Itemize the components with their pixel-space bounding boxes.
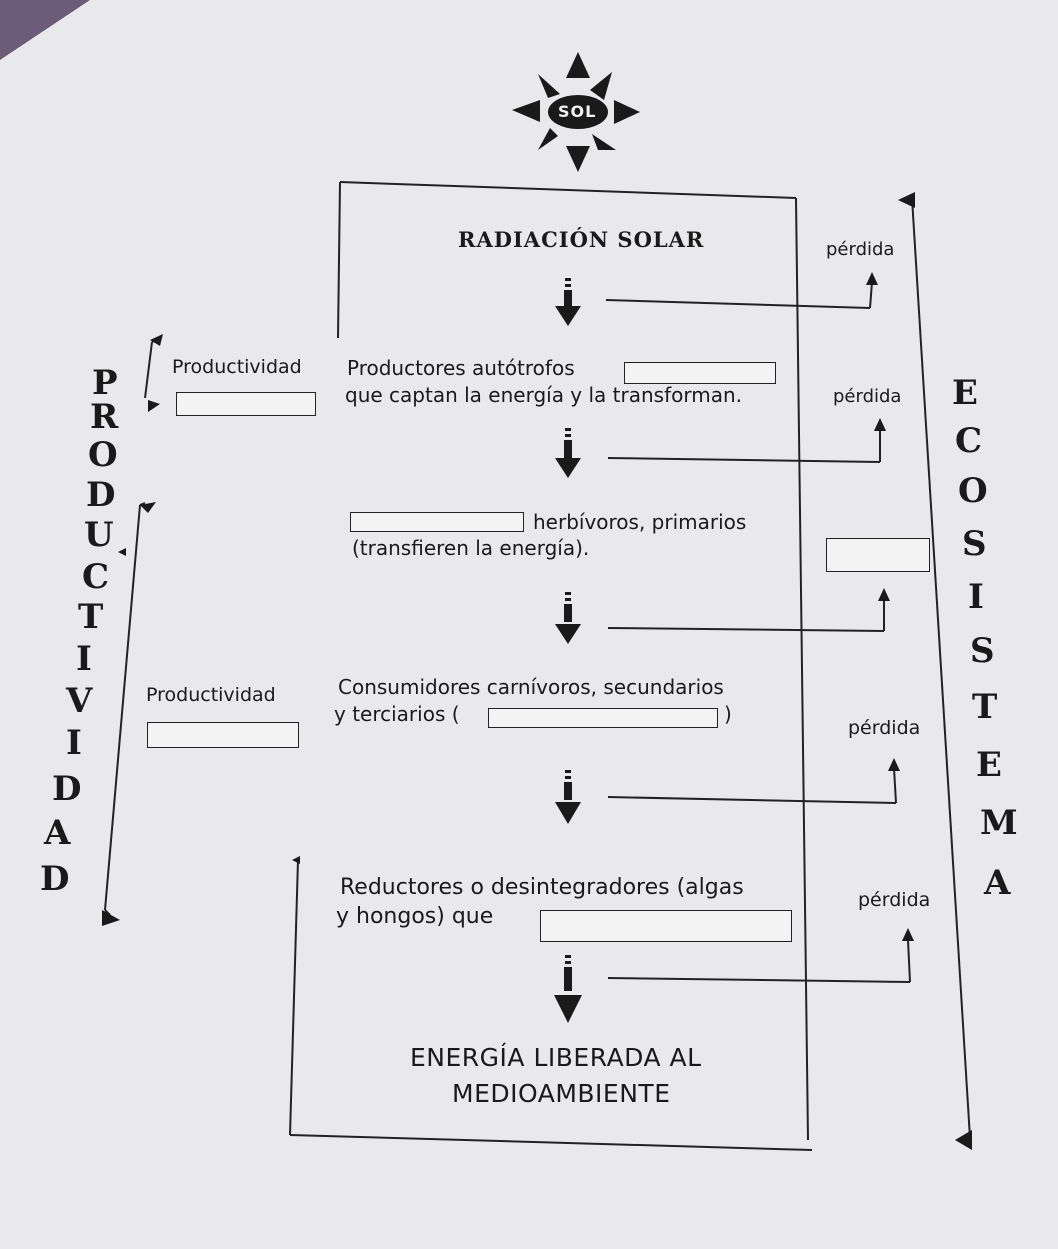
productivity-answer-box-1[interactable]	[176, 392, 316, 416]
producers-line2: que captan la energía y la transforman.	[345, 383, 743, 407]
herbivores-line1: herbívoros, primarios	[533, 510, 747, 534]
ecosistema-letter-5: I	[968, 577, 984, 617]
ecosistema-letter-2: C	[955, 421, 983, 461]
ecosistema-letter-10: A	[984, 863, 1011, 903]
carnivores-answer-box[interactable]	[488, 708, 718, 728]
sun-rays-icon	[512, 52, 640, 172]
productividad-letter-8: I	[76, 639, 92, 679]
reducers-line2: y hongos) que	[336, 904, 494, 929]
reducers-answer-box[interactable]	[540, 910, 792, 942]
herbivores-answer-box[interactable]	[350, 512, 524, 532]
productividad-letter-9: V	[66, 681, 93, 721]
ecosistema-letter-4: S	[962, 524, 987, 564]
herbivores-loss-answer-box[interactable]	[826, 538, 930, 572]
productividad-letter-11: D	[52, 769, 82, 809]
producers-answer-box[interactable]	[624, 362, 776, 384]
ecosistema-letter-6: S	[970, 631, 995, 671]
productividad-letter-2: R	[90, 397, 119, 437]
ecosistema-letter-9: M	[980, 803, 1018, 843]
ecosistema-letter-3: O	[958, 471, 988, 511]
productividad-letter-12: A	[44, 813, 71, 853]
loss-label-1: pérdida	[826, 239, 895, 260]
productividad-letter-4: D	[86, 475, 116, 515]
radiation-label: RADIACIÓN SOLAR	[458, 227, 705, 252]
loss-label-3: pérdida	[848, 717, 921, 739]
productividad-letter-10: I	[66, 723, 82, 763]
energy-released-line2: MEDIOAMBIENTE	[452, 1079, 671, 1108]
carnivores-line2-suffix: )	[724, 702, 732, 726]
reducers-line1: Reductores o desintegradores (algas	[340, 875, 744, 900]
herbivores-line2: (transfieren la energía).	[352, 536, 590, 560]
producers-line1: Productores autótrofos	[347, 356, 575, 380]
ecosistema-letter-7: T	[972, 687, 998, 727]
carnivores-line2-prefix: y terciarios (	[334, 702, 460, 726]
loss-label-4: pérdida	[858, 889, 931, 911]
energy-flow-arrows	[554, 278, 582, 1023]
energy-released-line1: ENERGÍA LIBERADA AL	[410, 1043, 702, 1072]
productividad-letter-13: D	[40, 859, 70, 899]
ecosistema-letter-1: E	[952, 373, 978, 413]
productividad-letter-1: P	[92, 363, 118, 403]
productivity-label-2: Productividad	[146, 684, 276, 706]
carnivores-line1: Consumidores carnívoros, secundarios	[338, 675, 724, 699]
productividad-letter-5: U	[84, 515, 114, 555]
ecosistema-letter-8: E	[976, 745, 1002, 785]
productividad-letter-3: O	[88, 435, 118, 475]
sun-icon	[548, 95, 608, 129]
productividad-letter-6: C	[82, 557, 110, 597]
sun-label: SOL	[558, 102, 597, 121]
productivity-answer-box-2[interactable]	[147, 722, 299, 748]
productividad-letter-7: T	[78, 597, 104, 637]
productivity-label-1: Productividad	[172, 356, 302, 378]
loss-label-2: pérdida	[833, 386, 902, 407]
